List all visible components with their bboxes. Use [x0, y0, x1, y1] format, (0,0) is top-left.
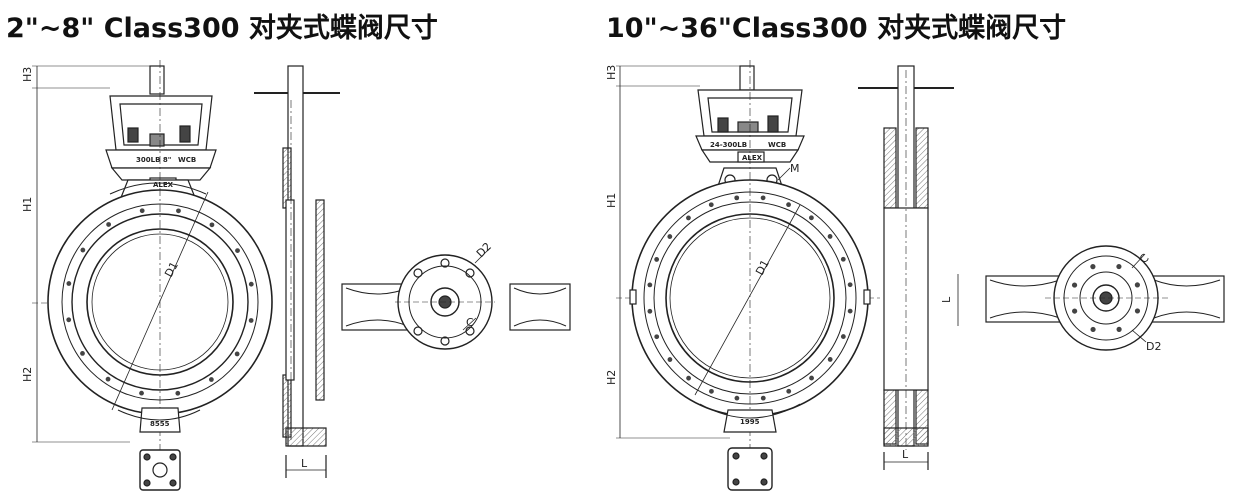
left-badge: ALEX [153, 181, 174, 189]
bolt-hole [647, 282, 653, 288]
right-h2-label: H2 [605, 370, 618, 385]
bolt-hole [709, 388, 714, 394]
right-rating-plate: 24-300LB [710, 141, 747, 149]
bolt-hole [208, 377, 214, 382]
bolt-hole [235, 248, 240, 254]
bolt-hole [175, 390, 181, 396]
bolt-hole [248, 318, 254, 323]
bolt-hole [734, 195, 740, 201]
bolt-hole [139, 208, 145, 214]
right-h3-label: H3 [605, 65, 618, 80]
bolt-hole [708, 202, 714, 208]
bolt-hole [80, 247, 86, 253]
right-material-plate: WCB [768, 141, 786, 149]
left-d2-label: D2 [474, 240, 494, 260]
left-rating-plate: 300LB 8" [136, 156, 171, 164]
bolt-hole [105, 376, 111, 382]
right-badge: ALEX [742, 154, 763, 162]
bolt-hole [234, 351, 240, 357]
right-l-label: L [902, 448, 909, 461]
bolt-hole [686, 215, 691, 221]
bolt-hole [734, 395, 740, 401]
left-h2-label: H2 [21, 367, 34, 382]
bolt-hole [1116, 263, 1122, 270]
right-side-view [858, 65, 954, 470]
bolt-hole [139, 390, 144, 396]
bolt-hole [654, 257, 660, 262]
right-h1-label: H1 [605, 193, 618, 208]
bolt-hole [667, 357, 673, 362]
bolt-hole [760, 195, 766, 201]
right-d1-label: D1 [753, 258, 772, 278]
left-l-label: L [301, 457, 308, 470]
bolt-hole [66, 281, 72, 286]
bolt-hole [1071, 282, 1078, 288]
right-top-flange-view [957, 245, 1225, 351]
right-front-view [616, 60, 880, 491]
bolt-hole [847, 282, 853, 288]
left-d1-label: D1 [162, 260, 181, 280]
bolt-hole [1116, 326, 1122, 332]
right-bottom-plate: 1995 [740, 418, 760, 426]
bolt-hole [248, 281, 254, 287]
bolt-hole [66, 317, 72, 323]
left-front-view [32, 60, 275, 491]
right-d2-label: D2 [1146, 340, 1161, 353]
bolt-hole [1134, 282, 1140, 288]
bolt-hole [786, 388, 792, 394]
left-top-flange-view [341, 247, 571, 350]
left-material-plate: WCB [178, 156, 196, 164]
bolt-hole [847, 308, 853, 314]
bolt-hole [80, 350, 85, 356]
bolt-hole [686, 375, 691, 381]
bolt-hole [786, 202, 791, 208]
bolt-hole [827, 357, 833, 362]
right-top-l-label: L [940, 296, 953, 303]
bolt-hole [209, 222, 215, 228]
bolt-hole [667, 234, 673, 239]
bolt-hole [827, 234, 833, 239]
left-h3-label: H3 [21, 67, 34, 82]
title-right: 10"~36"Class300 对夹式蝶阀尺寸 [606, 13, 1067, 44]
bolt-hole [1134, 308, 1141, 314]
bolt-hole [809, 375, 814, 381]
bolt-hole [840, 256, 846, 262]
bolt-hole [760, 395, 766, 401]
right-m-label: M [790, 162, 800, 175]
bolt-hole [1090, 326, 1096, 333]
bolt-hole [1072, 308, 1078, 314]
bolt-hole [1090, 264, 1096, 270]
title-left: 2"~8" Class300 对夹式蝶阀尺寸 [6, 13, 438, 44]
bolt-hole [176, 208, 181, 214]
bolt-hole [654, 334, 660, 340]
left-h1-label: H1 [21, 197, 34, 212]
bolt-hole [106, 222, 112, 227]
left-side-view [254, 65, 340, 478]
left-bottom-plate: 8555 [150, 420, 170, 428]
bolt-hole [647, 308, 653, 314]
bolt-hole [840, 334, 846, 339]
bolt-hole [809, 215, 814, 221]
left-c-label: C [466, 316, 474, 329]
